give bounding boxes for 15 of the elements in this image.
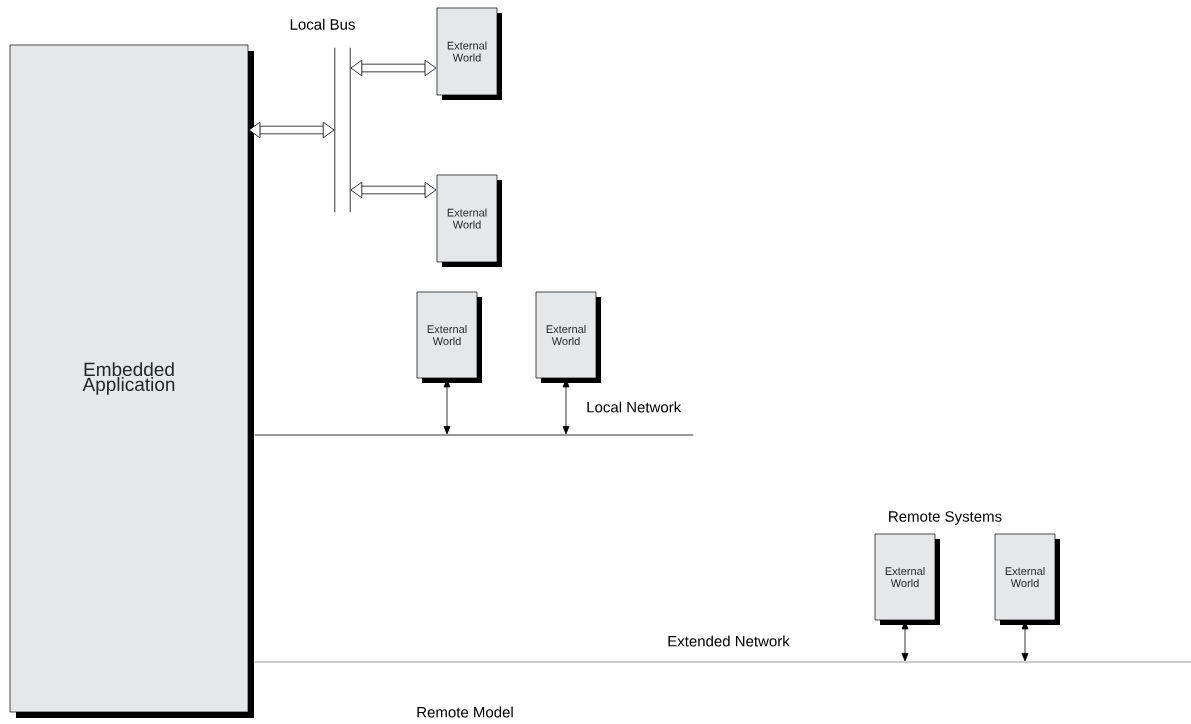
hollow-double-arrow — [248, 121, 335, 139]
text-label: Remote Model — [417, 706, 513, 718]
network-line: Local Network — [254, 401, 694, 436]
application-box: Embedded Application — [9, 44, 254, 718]
external-world-box: External World — [436, 174, 502, 267]
external-world-box: External World — [874, 533, 940, 625]
hollow-double-arrow — [350, 181, 437, 199]
external-world-box: External World — [535, 291, 601, 383]
bus-lines: Local Bus — [290, 18, 355, 213]
external-world-box: External World — [416, 291, 482, 383]
hollow-double-arrow — [350, 59, 437, 77]
external-world-box: External World — [436, 7, 502, 100]
external-world-box: External World — [994, 533, 1060, 625]
network-line: Extended Network — [254, 635, 1191, 663]
text-label: Remote Systems — [889, 511, 1002, 525]
